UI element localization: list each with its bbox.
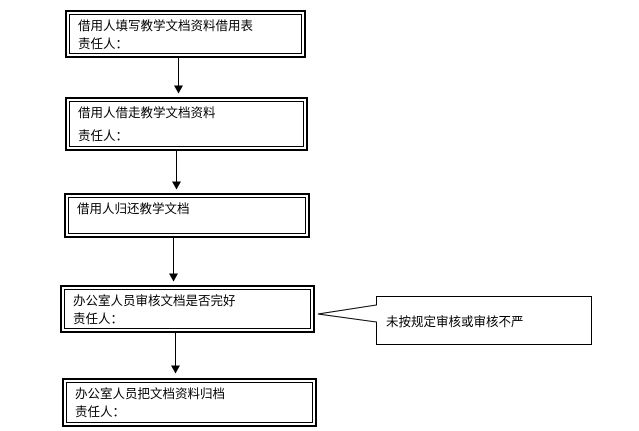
process-box-borrow: 借用人借走教学文档资料 责任人：: [65, 97, 308, 151]
step-text-line: 借用人归还教学文档: [77, 201, 190, 216]
process-box-inner: 借用人归还教学文档: [68, 197, 306, 234]
process-box-return: 借用人归还教学文档: [64, 193, 310, 238]
step-text-line: 办公室人员审核文档是否完好: [73, 293, 236, 308]
step-text-line: 借用人借走教学文档资料: [78, 105, 216, 120]
process-box-inner: 办公室人员审核文档是否完好 责任人：: [64, 289, 311, 329]
step-text-line: 责任人：: [78, 128, 129, 143]
step-text-line: 责任人：: [75, 404, 126, 419]
step-text-line: 办公室人员把文档资料归档: [75, 386, 226, 401]
process-box-fill-form: 借用人填写教学文档资料借用表 责任人：: [65, 10, 306, 58]
step-text-line: 责任人：: [78, 36, 129, 51]
process-box-review: 办公室人员审核文档是否完好 责任人：: [60, 285, 315, 333]
process-box-inner: 办公室人员把文档资料归档 责任人：: [66, 382, 313, 423]
step-text-line: 借用人填写教学文档资料借用表: [78, 18, 254, 33]
process-box-archive: 办公室人员把文档资料归档 责任人：: [62, 378, 317, 427]
callout-note: 未按规定审核或审核不严: [386, 314, 524, 329]
process-box-inner: 借用人填写教学文档资料借用表 责任人：: [69, 14, 302, 54]
process-box-inner: 借用人借走教学文档资料 责任人：: [69, 101, 304, 147]
step-text-line: 责任人：: [73, 311, 124, 326]
